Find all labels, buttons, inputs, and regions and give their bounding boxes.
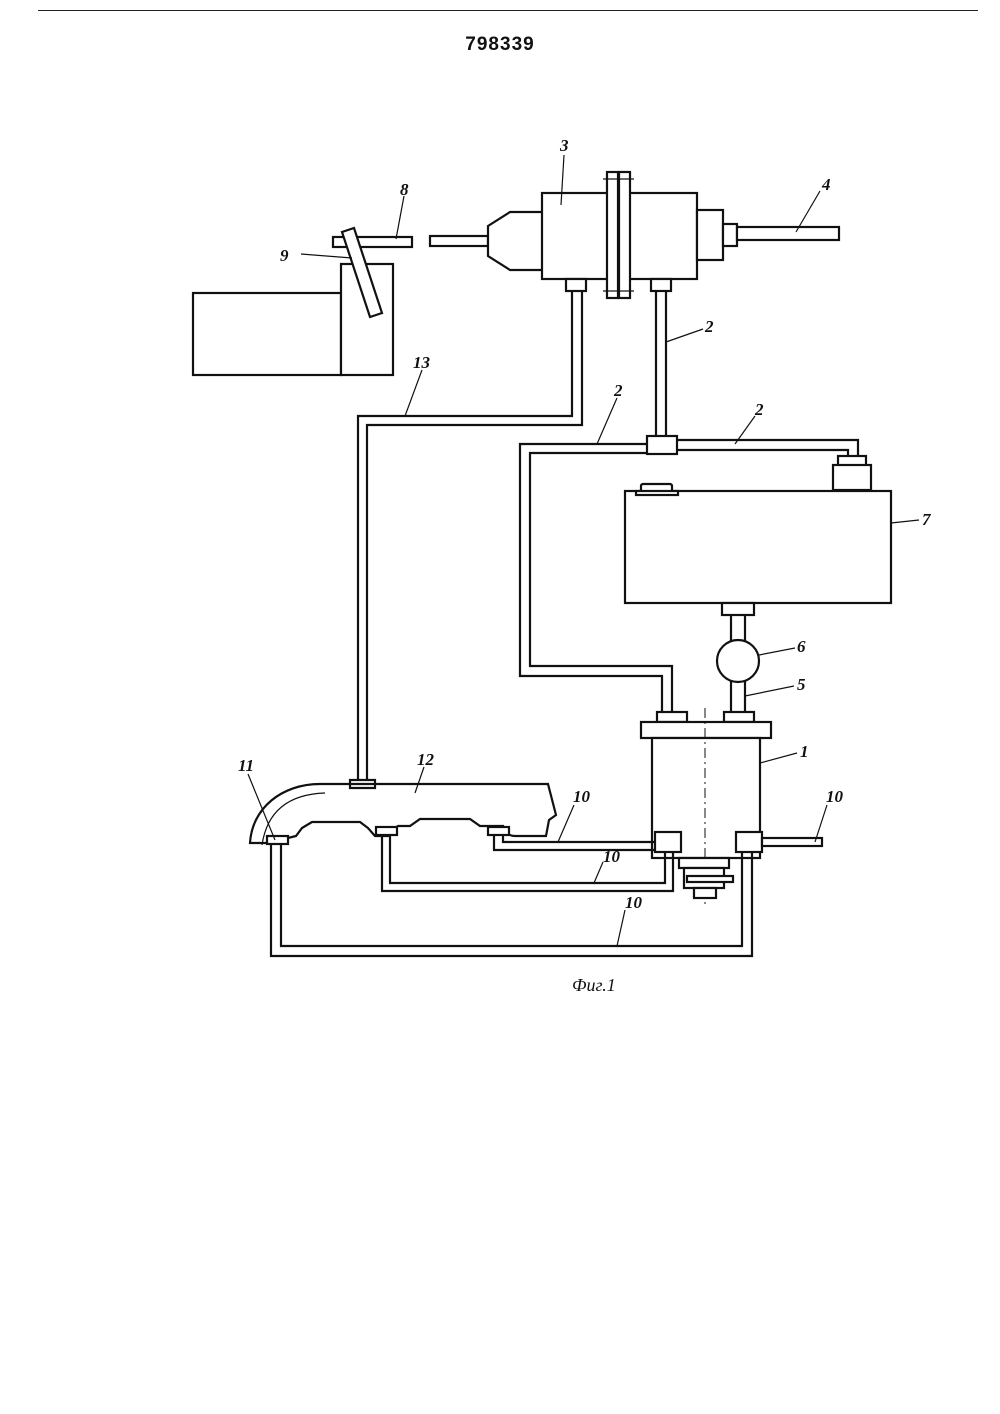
label-1: 1 bbox=[800, 742, 809, 761]
figure-caption: Фиг.1 bbox=[572, 975, 616, 995]
label-2-left: 2 bbox=[613, 381, 623, 400]
label-5: 5 bbox=[797, 675, 806, 694]
rod-left bbox=[430, 236, 488, 246]
label-10-upper: 10 bbox=[573, 787, 591, 806]
body-12 bbox=[250, 780, 556, 845]
label-8: 8 bbox=[400, 180, 409, 199]
pipe-10-exit bbox=[762, 838, 822, 846]
label-2-right: 2 bbox=[754, 400, 764, 419]
label-10-middle: 10 bbox=[603, 847, 621, 866]
label-9: 9 bbox=[280, 246, 289, 265]
label-11: 11 bbox=[238, 756, 254, 775]
pipe-2-vertical bbox=[647, 291, 677, 454]
label-4: 4 bbox=[821, 175, 831, 194]
label-6: 6 bbox=[797, 637, 806, 656]
label-10-lower: 10 bbox=[625, 893, 643, 912]
label-2-top: 2 bbox=[704, 317, 714, 336]
unit-3 bbox=[542, 172, 839, 298]
label-10-right: 10 bbox=[826, 787, 844, 806]
nozzle-3 bbox=[488, 212, 543, 270]
label-13: 13 bbox=[413, 353, 431, 372]
label-12: 12 bbox=[417, 750, 435, 769]
label-3: 3 bbox=[559, 136, 569, 155]
valve-6 bbox=[717, 640, 759, 682]
pipe-2-right bbox=[677, 440, 871, 490]
tank-7 bbox=[625, 484, 891, 615]
label-7: 7 bbox=[922, 510, 932, 529]
